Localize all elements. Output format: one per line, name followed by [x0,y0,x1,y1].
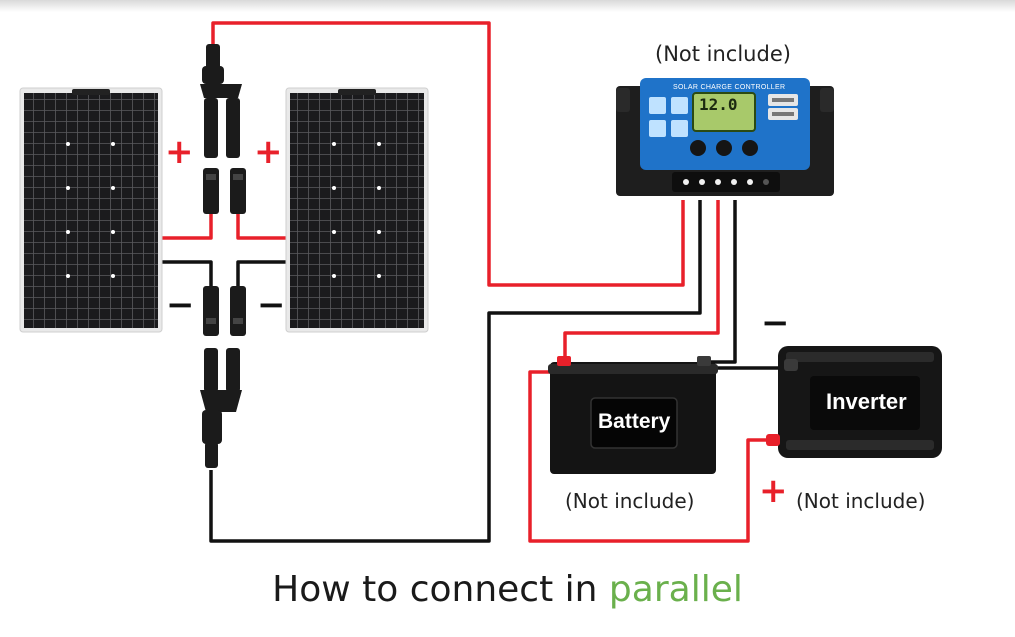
right-panel-positive-lead [236,212,288,240]
mc4-positive-branch-connector [200,44,242,158]
inverter-positive-sign: + [759,471,788,511]
caption-accent-text: parallel [608,569,743,610]
inverter-label: Inverter [826,389,907,414]
positive-wires [162,21,768,543]
pv-negative-wire [209,200,702,543]
mc4-positive-panel-connectors [203,168,246,214]
solar-panel-left [19,87,163,333]
battery [548,356,718,474]
mc4-negative-panel-connectors [203,286,246,336]
right-panel-positive-sign: + [254,132,283,172]
caption-main-text: How to connect in [272,569,609,610]
mc4-negative-branch-connector [200,348,242,468]
inverter-not-included-note: (Not include) [796,489,926,513]
left-panel-negative-lead [162,260,213,288]
diagram-caption: How to connect in parallel [0,569,1015,610]
pv-positive-wire [211,21,685,287]
controller-not-included-note: (Not include) [655,42,791,66]
right-panel-negative-sign: − [257,285,286,325]
top-shadow-bar [0,0,1015,12]
inverter-positive-wire [528,370,768,543]
left-panel-negative-sign: − [166,285,195,325]
battery-positive-wire [563,200,720,362]
solar-panel-right [285,87,429,333]
controller-title: SOLAR CHARGE CONTROLLER [673,84,786,91]
left-panel-positive-lead [162,212,213,240]
inverter [766,346,942,458]
right-panel-negative-lead [236,260,288,288]
negative-wires [162,200,785,543]
battery-not-included-note: (Not include) [565,489,695,513]
battery-negative-wire [707,200,737,364]
left-panel-positive-sign: + [165,132,194,172]
battery-label: Battery [598,410,671,433]
charge-controller [616,78,834,196]
inverter-negative-sign: − [761,303,790,343]
controller-lcd-reading: 12.0 [699,95,738,114]
